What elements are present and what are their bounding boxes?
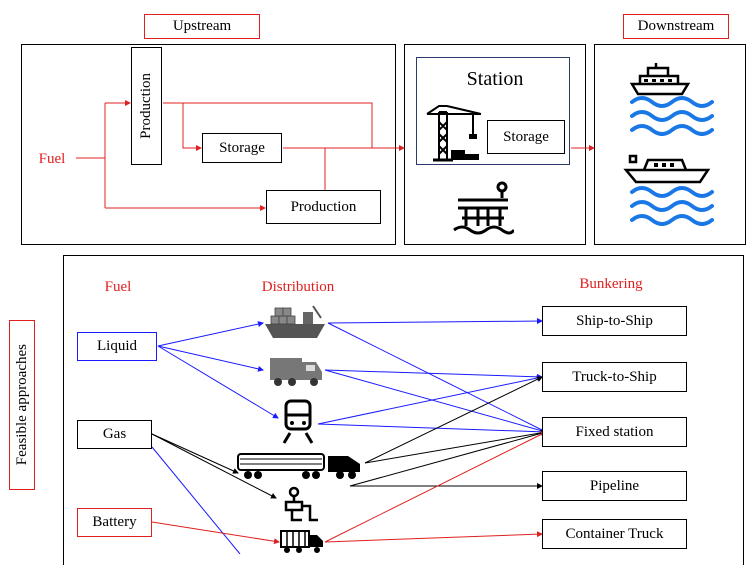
storage-box: Storage (202, 133, 282, 163)
container-truck-icon (280, 530, 323, 553)
downstream-panel (594, 44, 746, 245)
waves-icon (630, 96, 714, 136)
truck-icon (270, 358, 322, 386)
feasible-approaches-label: Feasible approaches (9, 320, 35, 490)
fuel-liquid-box: Liquid (77, 332, 157, 361)
cargo-ship-icon (265, 305, 325, 338)
production-top-box: Production (131, 47, 162, 165)
upstream-title: Upstream (144, 14, 260, 39)
approaches-panel (63, 255, 744, 565)
fuel-battery-box: Battery (77, 508, 152, 537)
downstream-title: Downstream (623, 14, 729, 39)
bunkering-pipeline: Pipeline (542, 471, 687, 501)
fuel-label: Fuel (38, 150, 66, 167)
pipeline-icon (284, 486, 318, 522)
station-storage-box: Storage (487, 120, 565, 154)
station-inner-box (416, 57, 570, 165)
station-title: Station (466, 67, 524, 90)
cruise-ship-icon (629, 63, 691, 96)
offshore-platform-icon (453, 181, 514, 235)
bunkering-fixed-station: Fixed station (542, 417, 687, 447)
bunkering-truck-to-ship: Truck-to-Ship (542, 362, 687, 392)
train-icon (282, 399, 314, 444)
tanker-truck-icon (237, 453, 360, 479)
fuel-gas-box: Gas (77, 420, 152, 449)
bunkering-container-truck: Container Truck (542, 519, 687, 549)
production-bottom-box: Production (266, 190, 381, 224)
production-top-label: Production (138, 73, 154, 139)
col-fuel-header: Fuel (104, 278, 132, 295)
col-bunkering-header: Bunkering (579, 275, 643, 292)
col-distribution-header: Distribution (261, 278, 335, 295)
crane-icon (426, 105, 482, 162)
bunkering-ship-to-ship: Ship-to-Ship (542, 306, 687, 336)
waves-icon (630, 186, 714, 226)
boat-icon (623, 154, 711, 184)
